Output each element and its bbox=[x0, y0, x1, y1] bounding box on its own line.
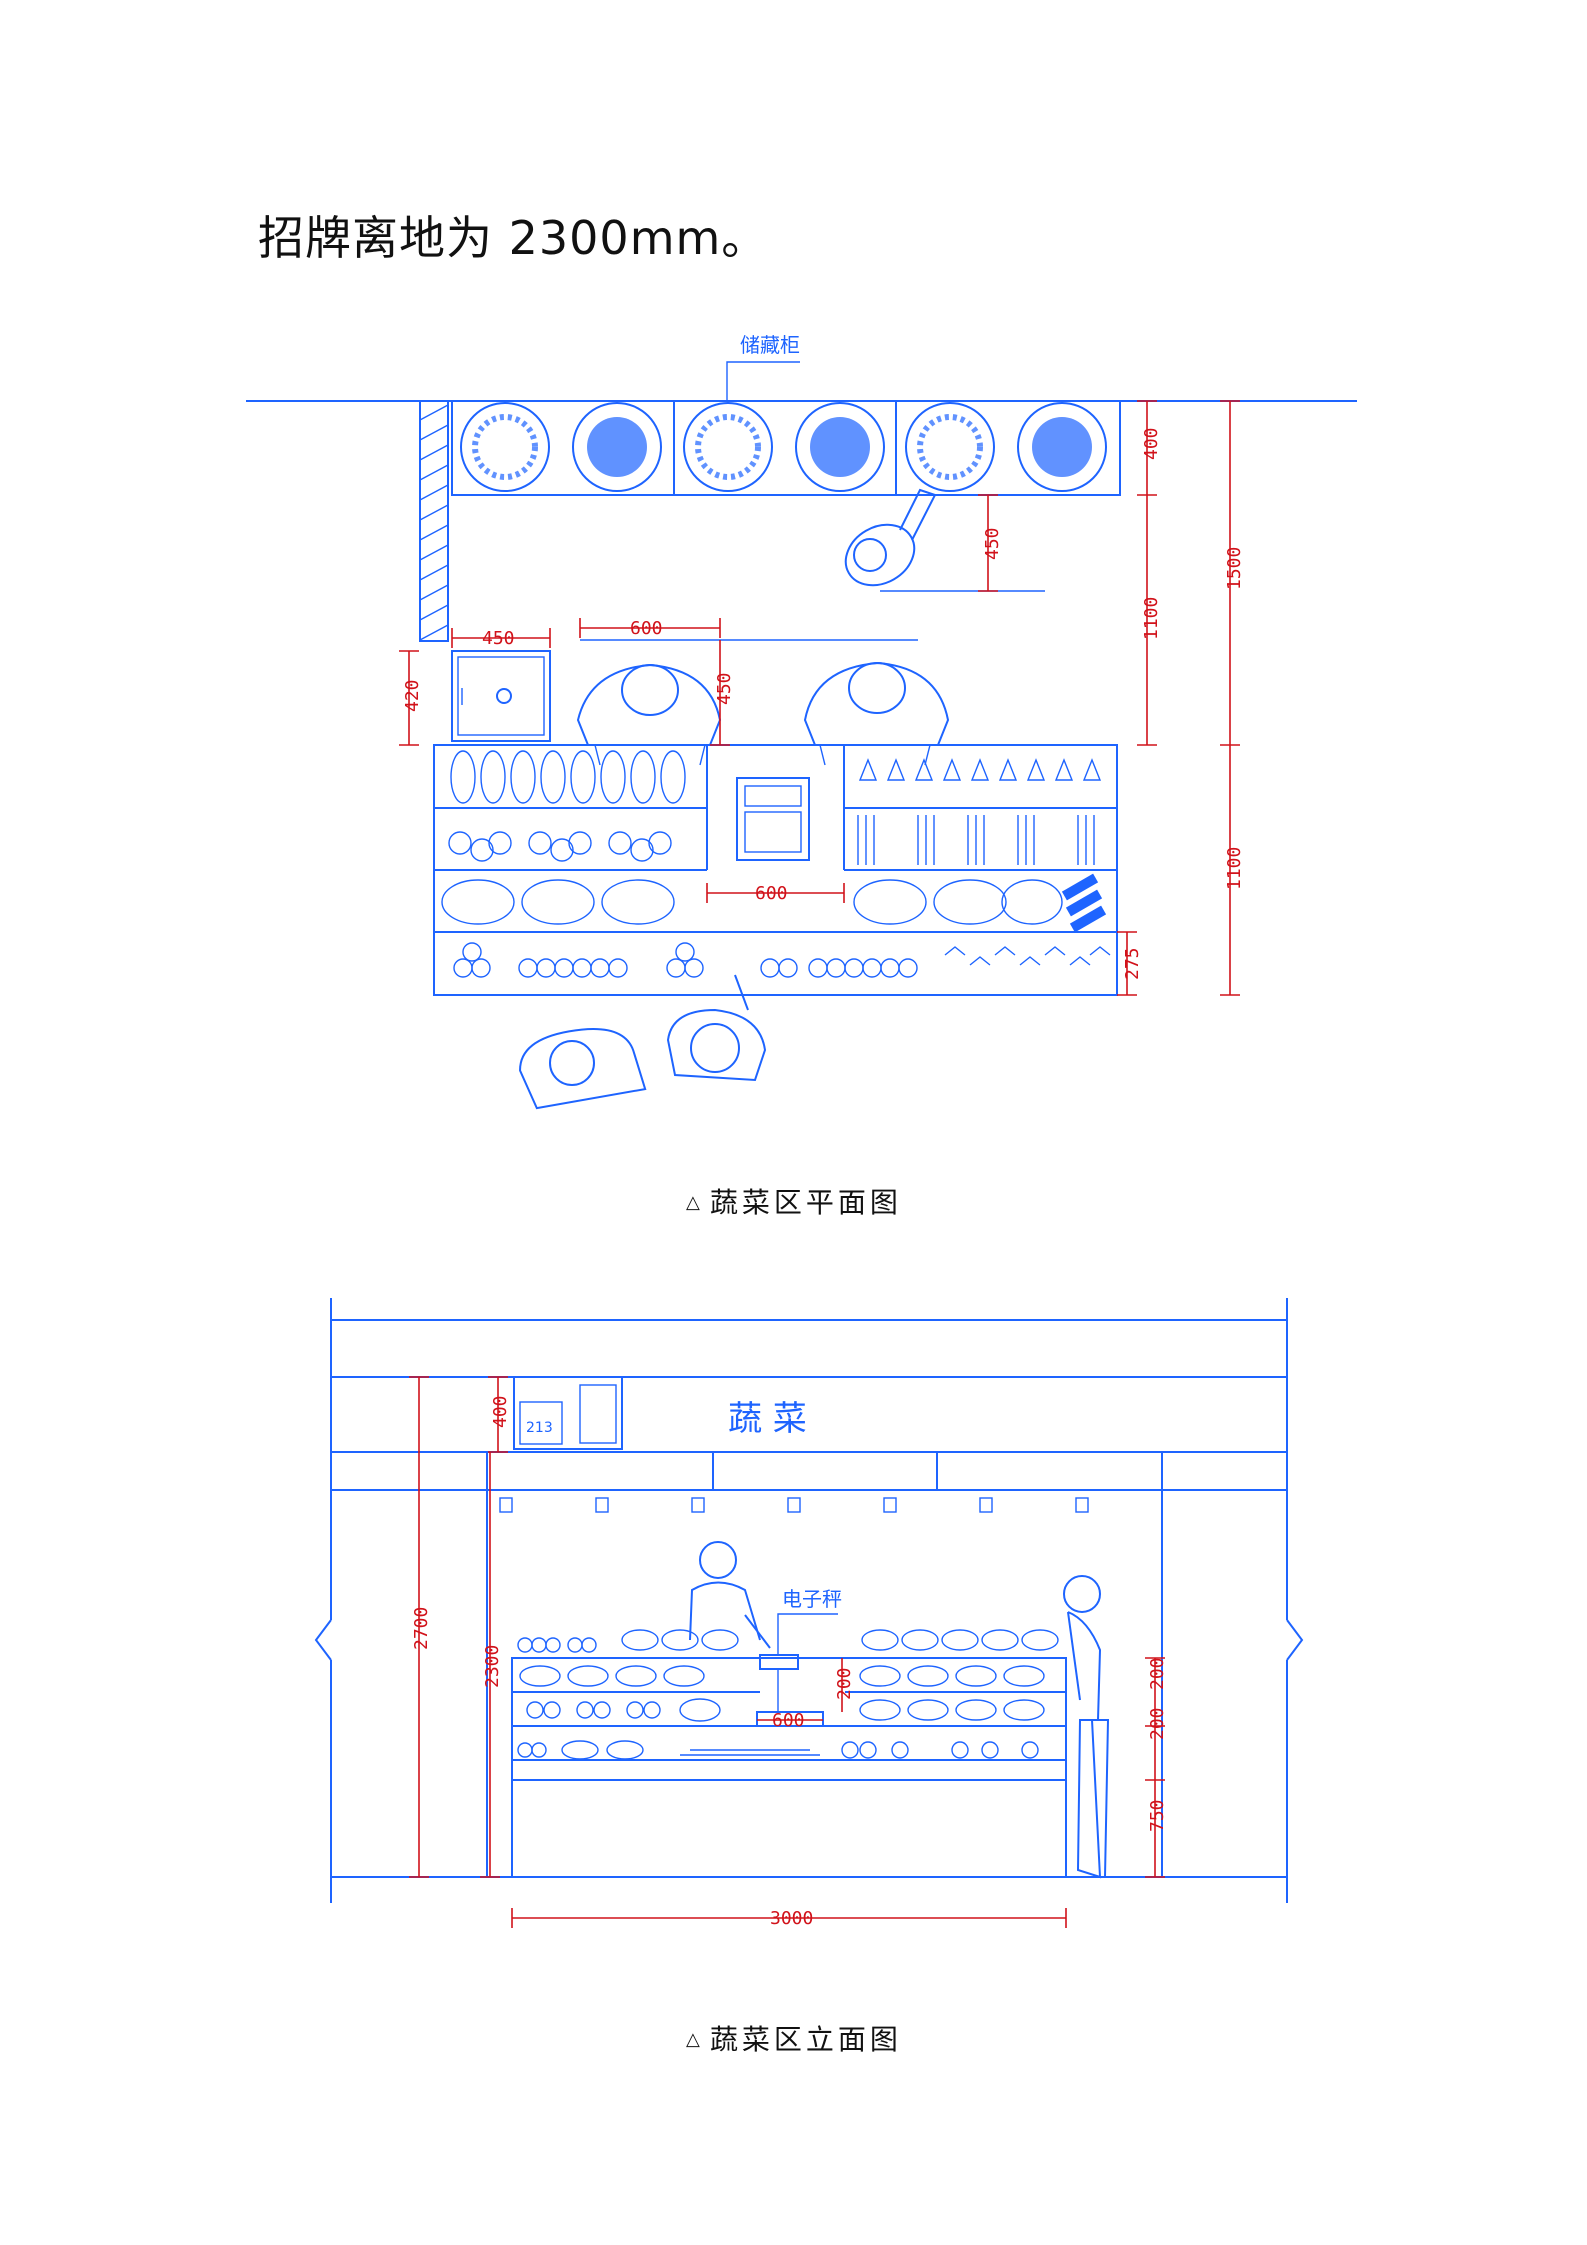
produce-eggplant-cluster bbox=[1061, 873, 1107, 933]
basket-icon bbox=[905, 402, 995, 492]
board-number: 213 bbox=[526, 1420, 553, 1436]
dim-400-sign: 400 bbox=[490, 1395, 511, 1428]
dim-2700: 2700 bbox=[411, 1607, 432, 1650]
produce-row-carrots bbox=[857, 815, 1095, 865]
spotlight-icon bbox=[883, 1497, 897, 1513]
plan-caption-text: 蔬菜区平面图 bbox=[709, 1186, 902, 1219]
elevation-dimensions: 400 2700 2300 200 600 200 200 750 bbox=[409, 1376, 1168, 1929]
elevation-produce bbox=[517, 1629, 1059, 1760]
basket-icon bbox=[572, 402, 662, 492]
vegetable-sign: 蔬 菜 bbox=[728, 1399, 807, 1439]
dim-450-person: 450 bbox=[982, 527, 1003, 560]
electronic-scale-elevation bbox=[759, 1654, 799, 1670]
dim-1500: 1500 bbox=[1224, 547, 1245, 590]
produce-row-peppers bbox=[448, 831, 672, 862]
produce-row-mushrooms bbox=[944, 946, 1111, 966]
plan-left-wall bbox=[419, 400, 449, 642]
basket-icon bbox=[795, 402, 885, 492]
dim-400-storage: 400 bbox=[1141, 427, 1162, 460]
plan-view: 储藏柜 bbox=[246, 333, 1357, 1110]
dim-200-scale: 200 bbox=[834, 1667, 855, 1700]
dim-275: 275 bbox=[1122, 947, 1143, 980]
page-heading: 招牌离地为 2300mm。 bbox=[258, 211, 769, 265]
dim-1100-aisle: 1100 bbox=[1141, 597, 1162, 640]
electronic-scale-label: 电子秤 bbox=[782, 1587, 842, 1611]
storage-cabinet-label: 储藏柜 bbox=[740, 333, 800, 357]
basket-icon bbox=[1017, 402, 1107, 492]
elevation-caption: △蔬菜区立面图 bbox=[686, 2018, 902, 2058]
dim-2300: 2300 bbox=[482, 1645, 503, 1688]
person-customer-right bbox=[666, 974, 767, 1082]
dim-600-scale: 600 bbox=[755, 883, 788, 904]
triangle-icon: △ bbox=[686, 2029, 704, 2050]
storage-cabinet bbox=[451, 400, 1121, 496]
person-top-staff bbox=[844, 488, 937, 587]
dim-1100-counter: 1100 bbox=[1224, 847, 1245, 890]
triangle-icon: △ bbox=[686, 1192, 704, 1213]
spotlight-icon bbox=[691, 1497, 705, 1513]
plan-caption: △蔬菜区平面图 bbox=[686, 1181, 902, 1221]
dim-450-safe: 450 bbox=[482, 628, 515, 649]
price-info-board bbox=[513, 1376, 623, 1450]
spotlight-icon bbox=[499, 1497, 513, 1513]
person-staff-left bbox=[576, 663, 722, 766]
counter-elevation bbox=[511, 1657, 1067, 1878]
safe-box bbox=[451, 650, 551, 742]
person-staff-elevation bbox=[689, 1541, 771, 1649]
spotlight-icon bbox=[1075, 1497, 1089, 1513]
dim-3000: 3000 bbox=[770, 1908, 813, 1929]
dim-200-right-a: 200 bbox=[1147, 1657, 1168, 1690]
produce-row-tomatoes bbox=[453, 942, 918, 978]
electronic-scale-plan bbox=[736, 777, 810, 861]
produce-row-cabbage-heads bbox=[441, 879, 1063, 925]
spotlight-icon bbox=[979, 1497, 993, 1513]
dim-600-staff: 600 bbox=[630, 618, 663, 639]
wall-hatch bbox=[419, 404, 449, 641]
person-staff-right bbox=[803, 661, 950, 766]
dim-450-staff: 450 bbox=[714, 672, 735, 705]
plan-dimensions: 400 1100 1500 1100 450 450 600 bbox=[399, 400, 1245, 996]
dim-750: 750 bbox=[1147, 1799, 1168, 1832]
storage-basket-row bbox=[460, 402, 1107, 492]
elevation-caption-text: 蔬菜区立面图 bbox=[709, 2023, 902, 2056]
dim-200-right-b: 200 bbox=[1147, 1707, 1168, 1740]
produce-row-leafy-greens bbox=[858, 758, 1102, 781]
produce-row-cabbage bbox=[450, 750, 686, 804]
basket-icon bbox=[460, 402, 550, 492]
basket-icon bbox=[683, 402, 773, 492]
spotlight-icon bbox=[595, 1497, 609, 1513]
dim-420: 420 bbox=[402, 679, 423, 712]
dim-600-elev: 600 bbox=[772, 1710, 805, 1731]
person-customer-left bbox=[519, 1028, 647, 1110]
spotlight-icon bbox=[787, 1497, 801, 1513]
elevation-view: 蔬 菜 213 电子秤 bbox=[314, 1298, 1304, 1929]
person-customer-elevation bbox=[1063, 1575, 1110, 1879]
spotlight-row bbox=[499, 1497, 1089, 1513]
